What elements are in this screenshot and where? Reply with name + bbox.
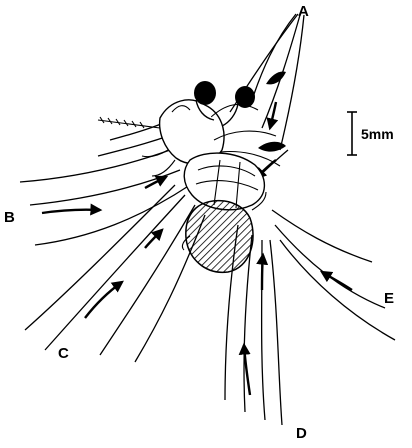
- flow-arrows-d: [244, 255, 263, 395]
- antenna-setae: [100, 117, 144, 128]
- setae-tip: [266, 72, 286, 85]
- label-d: D: [296, 425, 307, 442]
- flow-lines-b: [20, 150, 190, 245]
- label-c: C: [58, 345, 69, 362]
- label-a: A: [298, 3, 309, 20]
- scale-bar-label: 5mm: [361, 126, 394, 142]
- setae-tip: [258, 142, 286, 152]
- animal-body: [98, 72, 286, 273]
- flow-arrows-b: [42, 210, 100, 213]
- flow-arrows-e: [322, 272, 352, 290]
- eye: [194, 81, 216, 105]
- label-e: E: [384, 290, 394, 307]
- flow-lines-e: [272, 210, 395, 340]
- scale-bar: 5mm: [347, 112, 394, 155]
- leg: [142, 150, 168, 157]
- abdomen: [186, 201, 253, 273]
- label-b: B: [4, 209, 15, 226]
- antenna: [98, 120, 160, 128]
- flow-lines-a: [230, 14, 304, 150]
- flow-arrows-c: [85, 230, 162, 318]
